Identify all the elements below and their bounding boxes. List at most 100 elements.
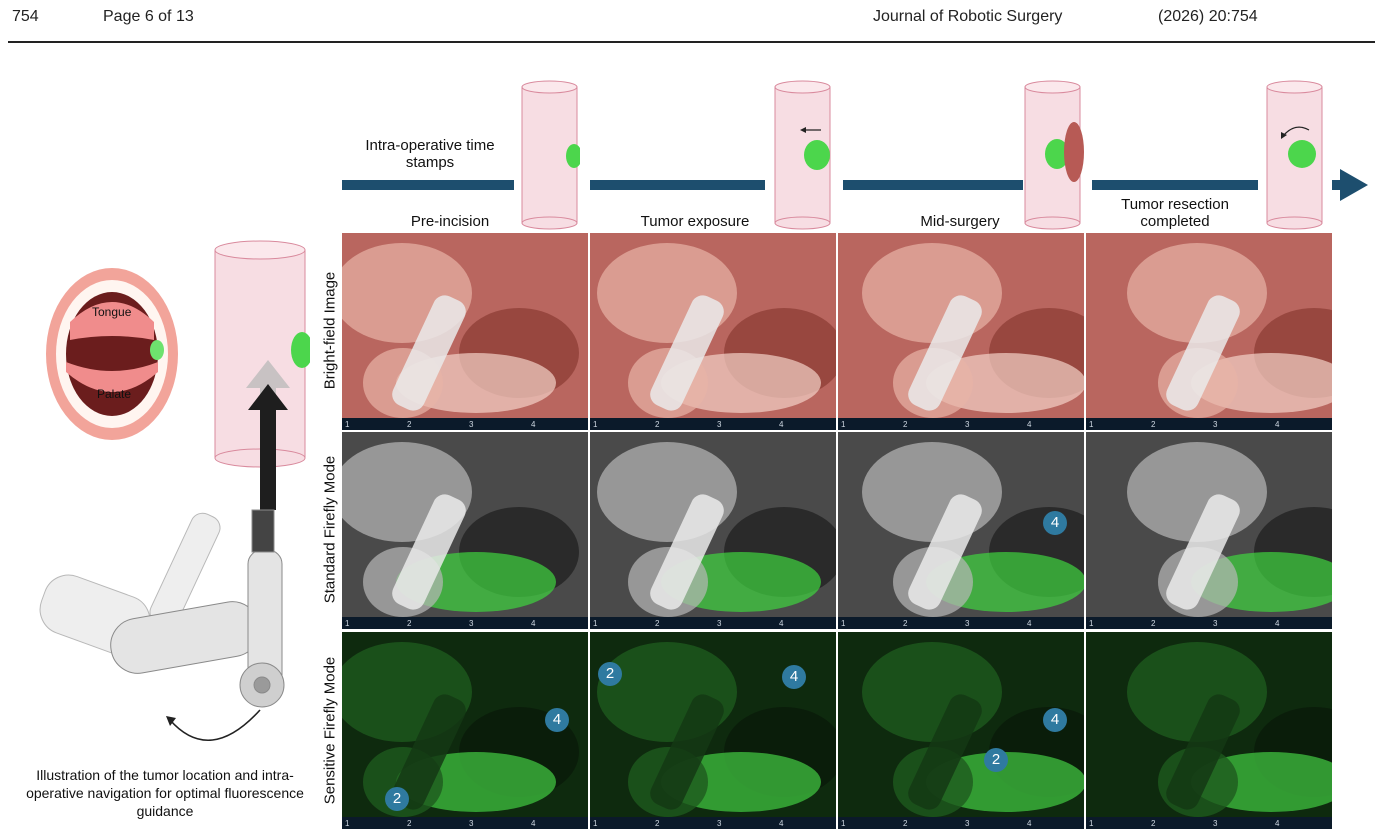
instrument-number: 1: [1089, 819, 1094, 828]
timeline-bar-2: [590, 180, 765, 190]
instrument-number: 1: [841, 420, 846, 429]
stage-title-1: Pre-incision: [410, 213, 490, 230]
resection-flap-icon: [1064, 122, 1084, 182]
cylinder-mid-surgery: [1024, 80, 1084, 230]
instrument-number: 3: [1213, 420, 1218, 429]
instrument-number: 4: [531, 420, 536, 429]
instrument-number: 4: [1275, 420, 1280, 429]
instrument-number: 2: [407, 819, 412, 828]
instrument-marker: 4: [782, 665, 806, 689]
instrument-number: 3: [965, 420, 970, 429]
instrument-number: 3: [1213, 819, 1218, 828]
row-label-standard-firefly: Standard Firefly Mode: [321, 455, 339, 604]
instrument-marker: 2: [984, 748, 1008, 772]
cylinder-tumor-exposure: [774, 80, 831, 230]
instrument-number: 3: [1213, 619, 1218, 628]
journal-name: Journal of Robotic Surgery: [873, 8, 1063, 25]
frame-r1-c3: 1 2 3 4: [838, 233, 1084, 430]
cylinder-resection-completed: [1266, 80, 1323, 230]
timeline-label: Intra-operative time stamps: [365, 137, 495, 171]
frame-r1-c2: 1 2 3 4: [590, 233, 836, 430]
instrument-number: 1: [1089, 619, 1094, 628]
instrument-number: 4: [1027, 819, 1032, 828]
instrument-number: 1: [345, 819, 350, 828]
instrument-number: 4: [531, 619, 536, 628]
row-label-bright-field: Bright-field Image: [321, 271, 339, 390]
instrument-number: 1: [593, 619, 598, 628]
instrument-marker: 4: [1043, 708, 1067, 732]
instrument-number: 4: [1275, 619, 1280, 628]
frame-r3-c3: 1 2 3 4: [838, 632, 1084, 829]
instrument-number: 3: [965, 819, 970, 828]
instrument-number: 1: [593, 819, 598, 828]
instrument-number: 4: [779, 619, 784, 628]
instrument-marker: 4: [545, 708, 569, 732]
frame-r2-c4: 1 2 3 4: [1086, 432, 1332, 629]
frame-r1-c4: 1 2 3 4: [1086, 233, 1332, 430]
header-rule: [8, 41, 1375, 43]
frame-r2-c3: 1 2 3 4: [838, 432, 1084, 629]
instrument-number: 2: [655, 819, 660, 828]
instrument-number: 2: [407, 420, 412, 429]
instrument-number: 4: [1027, 619, 1032, 628]
instrument-number: 3: [469, 420, 474, 429]
row-label-sensitive-firefly: Sensitive Firefly Mode: [321, 656, 339, 805]
tongue-label: Tongue: [92, 305, 132, 319]
instrument-number: 2: [1151, 819, 1156, 828]
instrument-number: 1: [841, 819, 846, 828]
instrument-number: 2: [1151, 619, 1156, 628]
tumor-icon: [804, 140, 830, 170]
instrument-number: 3: [469, 819, 474, 828]
instrument-number: 4: [779, 420, 784, 429]
frame-r2-c1: 1 2 3 4: [342, 432, 588, 629]
instrument-number: 2: [1151, 420, 1156, 429]
cylinder-pre-incision: [521, 80, 580, 230]
instrument-number: 2: [655, 619, 660, 628]
tumor-icon: [291, 332, 310, 368]
instrument-marker: 2: [598, 662, 622, 686]
instrument-number: 2: [655, 420, 660, 429]
timeline-bar-3: [843, 180, 1023, 190]
instrument-number: 3: [717, 819, 722, 828]
tumor-icon: [1288, 140, 1316, 168]
instrument-number: 1: [345, 619, 350, 628]
frame-r1-c1: 1 2 3 4: [342, 233, 588, 430]
tumor-location-icon: [150, 340, 164, 360]
citation: (2026) 20:754: [1158, 8, 1258, 25]
timeline-arrow-icon: [1340, 169, 1368, 201]
timeline-bar-4: [1092, 180, 1258, 190]
instrument-marker: 4: [1043, 511, 1067, 535]
instrument-number: 4: [1027, 420, 1032, 429]
instrument-number: 1: [1089, 420, 1094, 429]
robotic-arm-illustration: [39, 509, 285, 742]
palate-label: Palate: [97, 387, 132, 401]
instrument-number: 2: [903, 819, 908, 828]
tumor-icon: [1045, 139, 1069, 169]
instrument-number: 3: [469, 619, 474, 628]
tumor-icon: [566, 144, 580, 168]
illustration-caption: Illustration of the tumor location and i…: [26, 767, 304, 819]
instrument-number: 4: [531, 819, 536, 828]
instrument-number: 2: [407, 619, 412, 628]
timeline-bar-1: [342, 180, 514, 190]
stage-title-3: Mid-surgery: [920, 213, 1000, 230]
navigation-arrow-icon: [246, 360, 290, 510]
instrument-marker: 2: [385, 787, 409, 811]
open-mouth-illustration: [46, 268, 178, 440]
instrument-number: 4: [779, 819, 784, 828]
stage-title-2: Tumor exposure: [640, 213, 750, 230]
instrument-number: 1: [593, 420, 598, 429]
instrument-number: 3: [717, 420, 722, 429]
instrument-number: 3: [965, 619, 970, 628]
instrument-number: 1: [345, 420, 350, 429]
frame-r3-c2: 1 2 3 4: [590, 632, 836, 829]
stage-title-4: Tumor resection completed: [1121, 196, 1229, 230]
page-number: 754: [12, 8, 39, 25]
page-of: Page 6 of 13: [103, 8, 194, 25]
frame-r3-c1: 1 2 3 4: [342, 632, 588, 829]
instrument-number: 4: [1275, 819, 1280, 828]
instrument-number: 2: [903, 619, 908, 628]
instrument-number: 1: [841, 619, 846, 628]
instrument-number: 2: [903, 420, 908, 429]
